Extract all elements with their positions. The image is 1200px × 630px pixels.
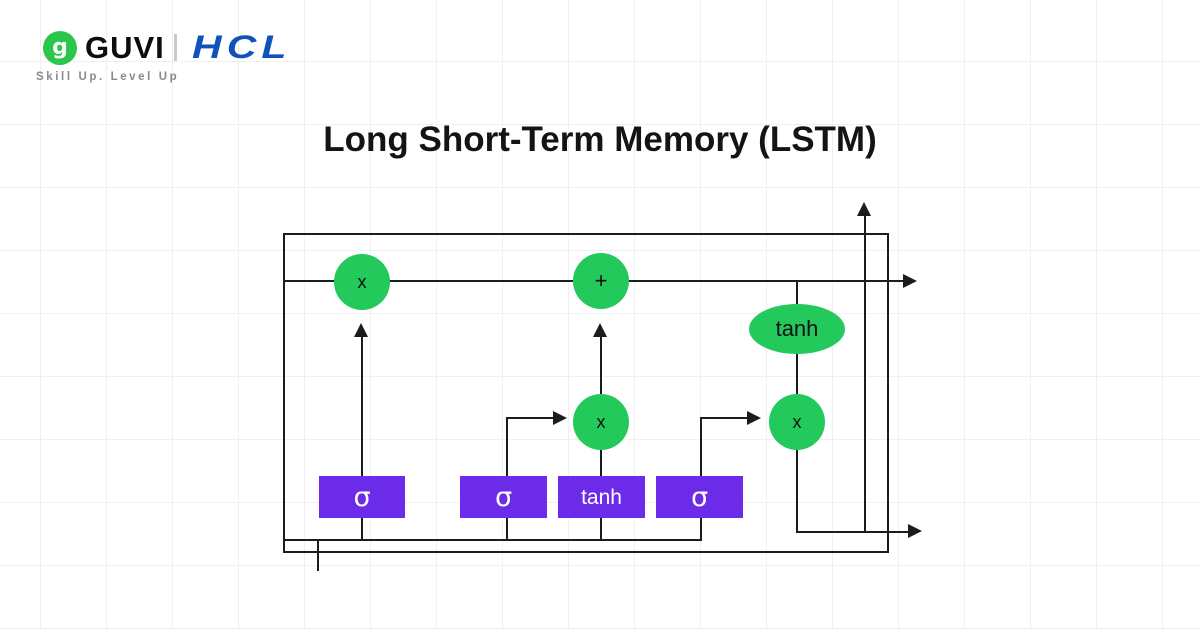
node-tanh-activation: tanh — [749, 304, 845, 354]
input-entry-stub-line — [317, 540, 319, 571]
hidden-output-up-arrowhead-icon — [857, 202, 871, 216]
gate-candidate-tanh: tanh — [558, 476, 645, 518]
add-input-arrowhead-icon — [593, 323, 607, 337]
output-gate-arrowhead-icon — [747, 411, 761, 425]
node-multiply-right-label: x — [792, 412, 802, 432]
brand-tagline: Skill Up. Level Up — [36, 71, 180, 83]
gate-input-sigma-label: σ — [494, 481, 513, 513]
gate-input-sigma: σ — [460, 476, 547, 518]
forget-gate-line — [361, 337, 363, 541]
node-multiply-left-label: x — [357, 272, 367, 292]
node-multiply-mid-label: x — [596, 412, 606, 432]
logo-divider — [174, 34, 177, 61]
guvi-wordmark: GUVI — [85, 30, 165, 65]
gate-output-sigma-label: σ — [690, 481, 709, 513]
page-title: Long Short-Term Memory (LSTM) — [323, 120, 877, 159]
input-distribution-line — [283, 539, 702, 541]
output-gate-horizontal-line — [700, 417, 747, 419]
cell-state-arrowhead-icon — [903, 274, 917, 288]
input-gate-horizontal-line — [506, 417, 553, 419]
add-input-line — [600, 337, 602, 395]
node-add-label: + — [594, 268, 608, 293]
gate-output-sigma: σ — [656, 476, 743, 518]
gate-candidate-tanh-label: tanh — [581, 485, 622, 509]
hidden-output-right-line — [796, 531, 908, 533]
hidden-output-right-arrowhead-icon — [908, 524, 922, 538]
node-multiply-right: x — [769, 394, 825, 450]
lstm-cell-box — [283, 233, 889, 553]
gate-forget-sigma-label: σ — [353, 481, 371, 513]
node-multiply-mid: x — [573, 394, 629, 450]
node-tanh-activation-label: tanh — [775, 316, 819, 341]
input-gate-arrowhead-icon — [553, 411, 567, 425]
hcl-wordmark: HCL — [192, 29, 292, 65]
gate-forget-sigma: σ — [319, 476, 405, 518]
node-multiply-left: x — [334, 254, 390, 310]
forget-gate-arrowhead-icon — [354, 323, 368, 337]
guvi-logo-glyph: g — [52, 35, 68, 60]
node-add: + — [573, 253, 629, 309]
hidden-output-up-line — [864, 216, 866, 533]
guvi-logo-icon: g — [43, 31, 77, 65]
